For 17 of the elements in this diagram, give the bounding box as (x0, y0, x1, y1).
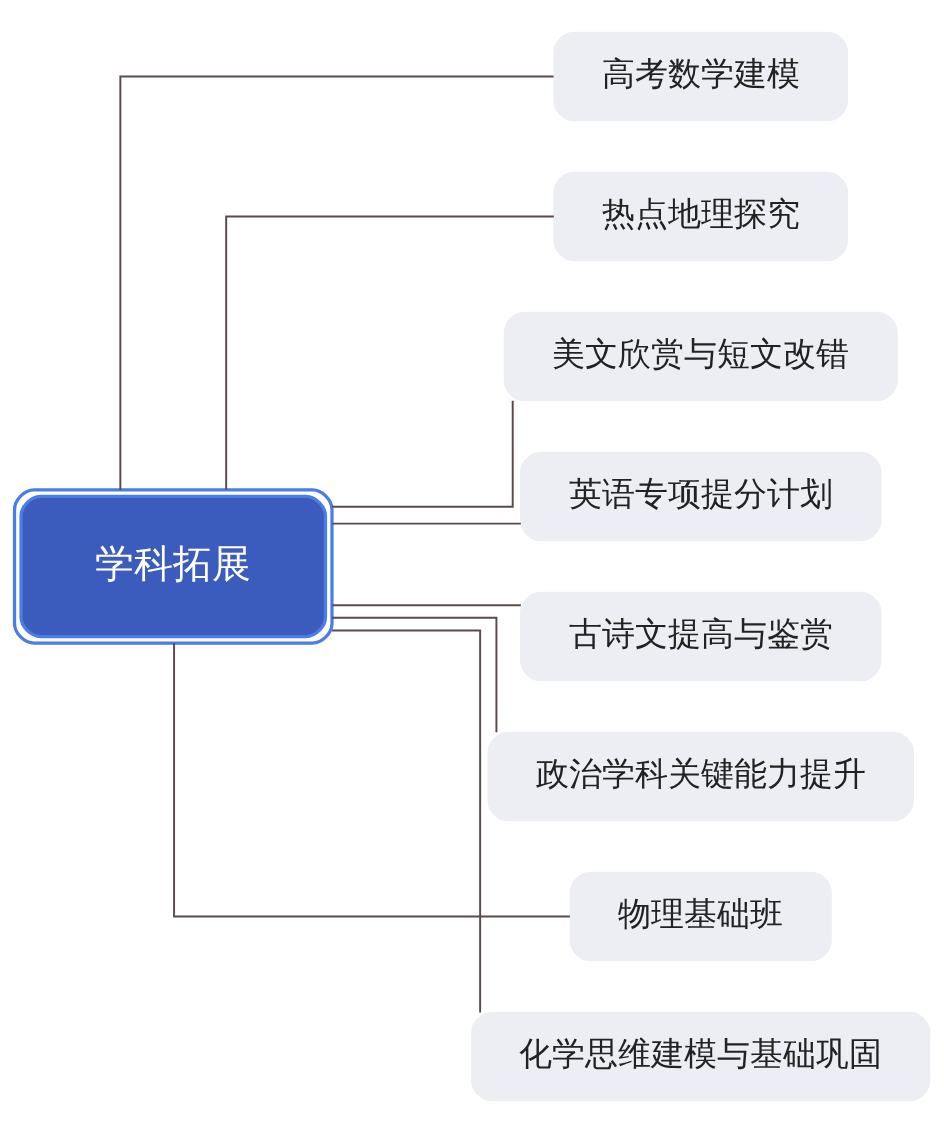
node-box: 政治学科关键能力提升 (487, 731, 914, 821)
connector (173, 641, 571, 917)
connector (331, 399, 514, 508)
node-box: 英语专项提分计划 (520, 451, 882, 541)
connector (331, 616, 498, 733)
node-box: 化学思维建模与基础巩固 (471, 1011, 931, 1101)
connector (331, 603, 522, 606)
connector (331, 628, 482, 1013)
node-box: 热点地理探究 (553, 171, 849, 261)
node-box: 高考数学建模 (553, 31, 849, 121)
node-box: 古诗文提高与鉴赏 (520, 591, 882, 681)
connector (331, 522, 522, 525)
connector (225, 215, 555, 491)
node-box: 物理基础班 (569, 871, 832, 961)
node-box: 美文欣赏与短文改错 (503, 311, 898, 401)
connector (119, 75, 555, 491)
node-box: 学科拓展 (12, 487, 334, 645)
